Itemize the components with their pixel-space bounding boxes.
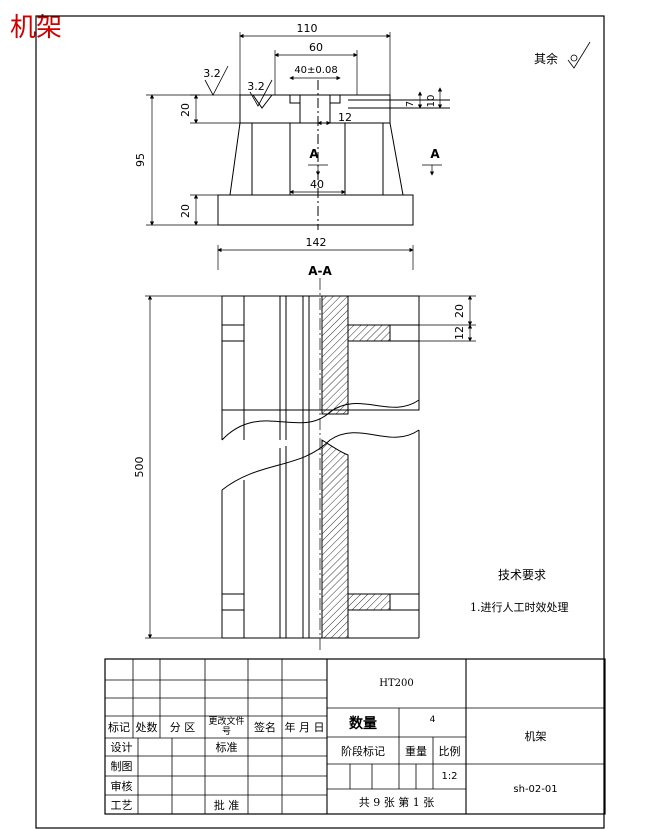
dim-10: 10 [426, 95, 437, 108]
section-view [221, 278, 420, 650]
dim-12-side: 12 [453, 326, 466, 340]
tb-header-change-doc: 更改文件号 [208, 717, 245, 737]
tb-quantity-label: 数量 [349, 715, 377, 732]
tb-drawing-number: sh-02-01 [513, 783, 558, 795]
roughness-top-left: 3.2 [203, 67, 221, 80]
drawing-frame [35, 15, 605, 829]
tb-sheets: 共 9 张 第 1 张 [358, 795, 435, 809]
tech-requirements-title: 技术要求 [498, 568, 547, 582]
dim-60: 60 [309, 41, 323, 54]
dim-20-bottom: 20 [179, 204, 192, 218]
dim-40-tol: 40±0.08 [294, 65, 337, 76]
tb-role-review: 审核 [110, 779, 133, 793]
tb-header-count: 处数 [135, 721, 158, 734]
tb-header-zone: 分 区 [169, 721, 196, 734]
tb-scale-label: 比例 [438, 744, 461, 758]
tb-role-approve: 批 准 [213, 798, 240, 812]
tb-role-standard: 标准 [215, 741, 238, 754]
tb-role-design: 设计 [110, 741, 133, 754]
tb-role-draw: 制图 [110, 760, 133, 773]
section-dimensions [145, 295, 476, 639]
dim-20-side: 20 [453, 304, 466, 318]
section-title: A-A [308, 264, 332, 278]
tech-requirement-item: 1.进行人工时效处理 [470, 601, 569, 614]
tb-header-signature: 签名 [254, 721, 276, 734]
title-block [104, 658, 606, 815]
front-view-dimensions [146, 32, 443, 270]
dim-12: 12 [338, 111, 352, 124]
tb-weight: 重量 [405, 744, 427, 758]
dim-95: 95 [134, 153, 147, 167]
dim-142: 142 [306, 236, 327, 249]
tb-part-name: 机架 [524, 730, 547, 743]
tb-header-date: 年 月 日 [284, 721, 325, 734]
section-mark-left: A [309, 147, 319, 161]
roughness-symbols [204, 41, 591, 107]
section-mark-right: A [430, 147, 440, 161]
tb-quantity-value: 4 [429, 715, 436, 725]
roughness-rest-label: 其余 [534, 52, 559, 66]
dim-7: 7 [405, 101, 416, 107]
tb-stage-mark: 阶段标记 [341, 744, 385, 758]
tb-role-process: 工艺 [110, 798, 133, 812]
dim-20-top: 20 [179, 103, 192, 117]
roughness-top-inner: 3.2 [247, 80, 265, 93]
tb-material: HT200 [379, 678, 414, 689]
tb-header-mark: 标记 [108, 721, 130, 734]
dim-500: 500 [133, 457, 146, 478]
dim-110: 110 [297, 22, 318, 35]
dim-40: 40 [310, 178, 324, 191]
tb-scale-value: 1:2 [441, 771, 458, 782]
